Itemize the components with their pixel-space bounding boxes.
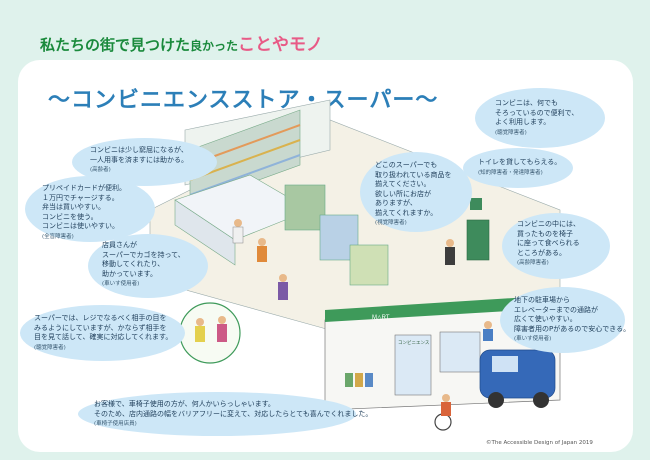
wheelchair-icon [434, 413, 452, 431]
storefront-window [439, 331, 481, 373]
car-wheel-1 [488, 392, 504, 408]
main-title: 〜コンビニエンスストア・スーパー〜 [48, 88, 439, 113]
shopper-head [279, 274, 287, 282]
bubble-n8 [20, 305, 185, 361]
note-source: (知的障害者・発達障害者) [478, 169, 543, 176]
customer-body [257, 246, 267, 262]
toilet-door [466, 219, 490, 261]
note-text: 店員さんが スーパーでカゴを持って、 移動してくれたり、 助かっています。 [102, 241, 185, 278]
note-n9: 地下の駐車場から エレベーターまでの通路が 広くて使いやすい。 障害者用のPがあ… [514, 296, 630, 345]
bubble-n10 [78, 392, 356, 436]
inset-person-2-body [217, 324, 227, 342]
shelf-goods-3 [189, 154, 301, 196]
header-part2: 良かった [190, 39, 239, 53]
bubble-n5 [25, 176, 155, 242]
copyright: ©The Accessible Design of Japan 2019 [486, 440, 593, 446]
note-source: (高齢者) [90, 167, 111, 173]
note-n4: トイレを貸してもらえる。 (知的障害者・発達障害者) [478, 158, 561, 178]
bubble-n7 [502, 213, 610, 279]
bubble-n6 [88, 234, 208, 298]
storefront-band [325, 295, 560, 322]
note-source: (聴覚障害者) [34, 344, 66, 351]
trash-bin-3 [365, 373, 373, 387]
customer-head [258, 238, 266, 246]
bubble-n3 [360, 152, 472, 232]
note-text: コンビニは、何でも そろっているので便利で、 よく利用します。 [495, 99, 579, 126]
note-text: スーパーでは、レジでなるべく相手の目を みるようにしていますが、かならず相手を … [34, 314, 173, 341]
note-source: (高齢障害者) [517, 260, 549, 266]
note-text: 地下の駐車場から エレベーターまでの通路が 広くて使いやすい。 障害者用のPがあ… [514, 296, 631, 333]
store-banner: コンビニエンス [398, 339, 430, 345]
seated-person-head [484, 321, 492, 329]
car-wheel-2 [533, 392, 549, 408]
note-n6: 店員さんが スーパーでカゴを持って、 移動してくれたり、 助かっています。 (車… [102, 241, 185, 290]
note-source: (車いす使用者) [514, 336, 552, 342]
trash-bin-1 [345, 373, 353, 387]
note-n8: スーパーでは、レジでなるべく相手の目を みるようにしていますが、かならず相手を … [34, 314, 172, 353]
blind-person-body [445, 247, 455, 265]
center-shelf-3 [349, 244, 389, 286]
inset-person-1-body [195, 326, 205, 342]
seated-person-body [483, 329, 493, 341]
note-n10: お客様で、車椅子使用の方が、何人かいらっしゃいます。 そのため、店内通路の幅をバ… [94, 400, 372, 430]
trash-bin-2 [355, 373, 363, 387]
note-source: (聴覚障害者) [495, 129, 527, 136]
note-source: (全盲障害者) [42, 233, 74, 240]
note-text: コンビニは少し窮屈になるが、 一人用事を済ますには助かる。 [90, 146, 188, 164]
counter-front [174, 199, 236, 266]
note-source: (車椅子使用店員) [94, 421, 137, 427]
store-sign: M△RT [372, 315, 390, 321]
inset-person-1-head [196, 318, 204, 326]
note-n3: どこのスーパーでも 取り扱われている商品を 揃えてください。 欲しい所にお店が … [375, 161, 451, 229]
note-text: コンビニの中には、 買ったものを椅子 に座って食べられる ところがある。 [517, 220, 580, 257]
note-n7: コンビニの中には、 買ったものを椅子 に座って食べられる ところがある。 (高齢… [517, 220, 580, 269]
clerk-head [234, 219, 242, 227]
clerk-body [232, 226, 244, 244]
header-part3: ことやモノ [238, 35, 324, 55]
bubble-n1 [475, 88, 605, 148]
note-text: お客様で、車椅子使用の方が、何人かいらっしゃいます。 そのため、店内通路の幅をバ… [94, 400, 373, 418]
entrance-door [394, 334, 432, 396]
center-shelf-1 [284, 184, 326, 231]
note-n2: コンビニは少し窮屈になるが、 一人用事を済ますには助かる。 (高齢者) [90, 146, 188, 176]
header-part1: 私たちの街で見つけた [40, 36, 191, 54]
shopper-body [278, 282, 288, 300]
note-source: (車いす使用者) [102, 281, 140, 287]
wheelchair-user-body [441, 402, 451, 416]
blind-person-head [446, 239, 454, 247]
toilet-sign-icon [470, 198, 482, 210]
car-window [492, 356, 518, 372]
inset-circle [179, 302, 241, 364]
bubble-n9 [500, 287, 625, 353]
header-title: 私たちの街で見つけた良かったことやモノ [40, 30, 323, 55]
inset-person-2-head [218, 316, 226, 324]
bubble-n4 [463, 148, 573, 188]
note-text: どこのスーパーでも 取り扱われている商品を 揃えてください。 欲しい所にお店が … [375, 161, 452, 217]
note-n5: プリペイドカードが便利。 １万円でチャージする。 弁当は買いやすい。 コンビニを… [42, 184, 126, 242]
note-source: (視覚障害者) [375, 220, 407, 226]
note-text: トイレを貸してもらえる。 [478, 158, 562, 166]
note-text: プリペイドカードが便利。 １万円でチャージする。 弁当は買いやすい。 コンビニを… [42, 184, 126, 230]
note-n1: コンビニは、何でも そろっているので便利で、 よく利用します。 (聴覚障害者) [495, 99, 578, 138]
back-shelf [189, 109, 301, 206]
wheelchair-user-head [442, 394, 450, 402]
